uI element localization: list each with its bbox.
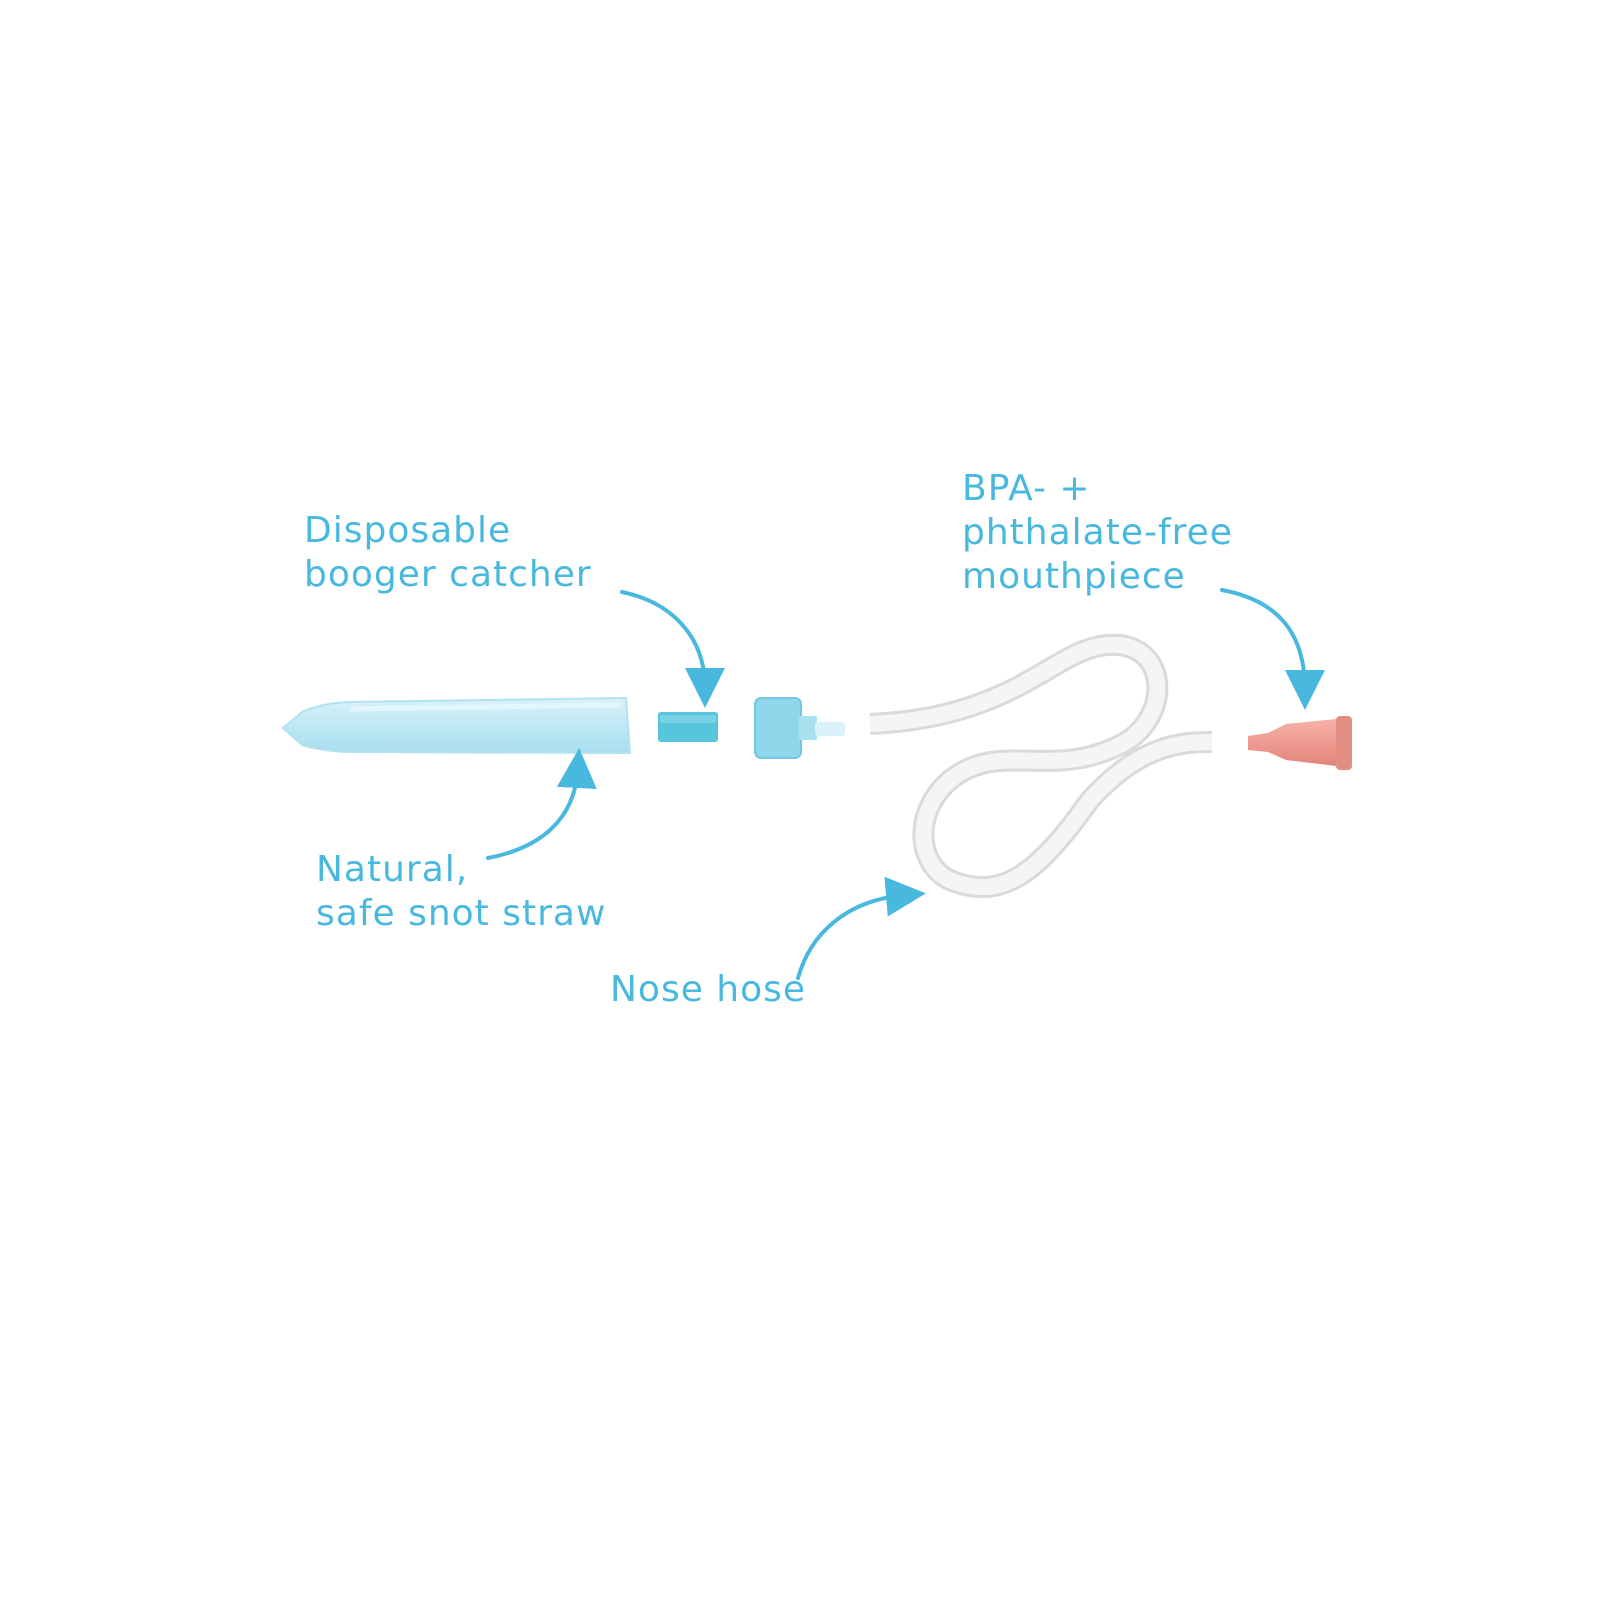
mouthpiece-label-line1: BPA- + (962, 468, 1091, 509)
nose-hose-arrow (796, 876, 926, 980)
hose-connector (754, 697, 845, 759)
mouthpiece-label-line3: mouthpiece (962, 556, 1186, 597)
nose-hose-label: Nose hose (610, 968, 806, 1012)
snot-straw-arrow (486, 748, 597, 860)
snot-straw (281, 696, 632, 755)
snot-straw-label: Natural, safe snot straw (316, 848, 606, 936)
booger-catcher-label-line2: booger catcher (304, 554, 592, 595)
nose-hose (869, 633, 1213, 899)
mouthpiece-arrow (1220, 588, 1325, 710)
booger-catcher-filter (658, 712, 718, 742)
snot-straw-label-line2: safe snot straw (316, 893, 607, 934)
snot-straw-label-line1: Natural, (316, 849, 469, 890)
booger-catcher-arrow (620, 590, 725, 708)
mouthpiece-label-line2: phthalate-free (962, 512, 1233, 553)
nose-hose-label-line1: Nose hose (610, 969, 807, 1010)
booger-catcher-label: Disposable booger catcher (304, 509, 592, 597)
mouthpiece-label: BPA- + phthalate-free mouthpiece (962, 467, 1233, 599)
mouthpiece (1248, 716, 1352, 770)
booger-catcher-label-line1: Disposable (304, 510, 512, 551)
